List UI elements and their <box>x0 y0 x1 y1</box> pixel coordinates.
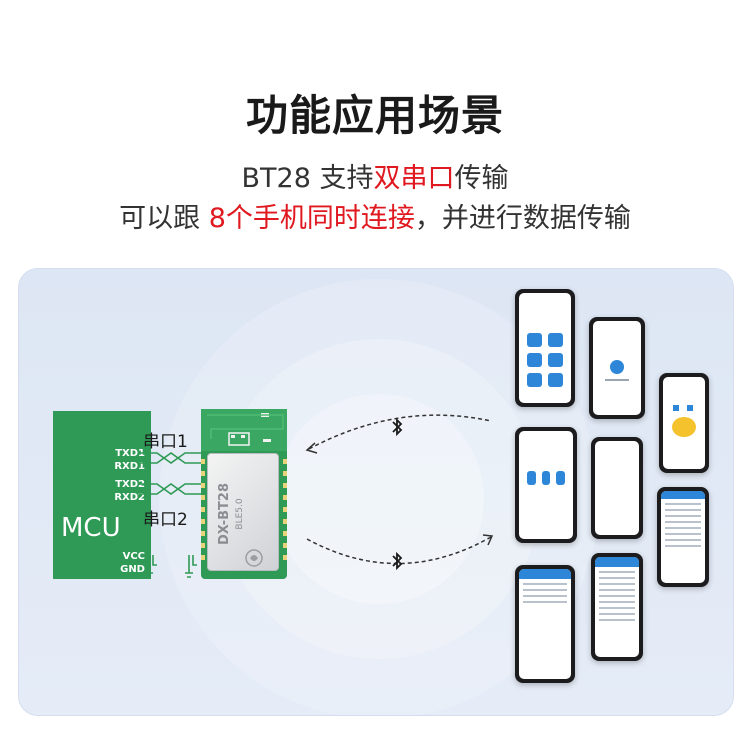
pin-rxd2: RXD2 <box>114 492 145 503</box>
phone-8 <box>591 553 643 661</box>
pin-rxd1: RXD1 <box>114 461 145 472</box>
serial-wiring <box>139 452 201 578</box>
mcu-block: TXD1 RXD1 TXD2 RXD2 MCU VCC GND <box>53 411 151 579</box>
phone-3 <box>659 373 709 473</box>
phone-7 <box>515 565 575 683</box>
bt28-module: DX-BT28 BLE5.0 <box>201 409 287 579</box>
module-sub-text: BLE5.0 <box>235 498 245 529</box>
pin-txd1: TXD1 <box>115 448 145 459</box>
subtitle-line-1: BT28 支持双串口传输 <box>0 156 750 195</box>
subtitle-1-suffix: 传输 <box>454 163 509 194</box>
phone-5 <box>591 437 643 539</box>
subtitle-1-highlight: 双串口 <box>373 163 455 194</box>
port2-label: 串口2 <box>143 510 188 530</box>
pin-txd2: TXD2 <box>115 479 145 490</box>
module-name-text: DX-BT28 <box>217 483 232 545</box>
subtitle-2-highlight: 8个手机同时连接 <box>208 203 415 234</box>
subtitle-1-prefix: BT28 支持 <box>241 163 374 194</box>
connection-arcs <box>305 414 494 565</box>
subtitle-2-prefix: 可以跟 <box>119 203 209 234</box>
pin-vcc: VCC <box>122 551 145 562</box>
scenario-panel: TXD1 RXD1 TXD2 RXD2 MCU VCC GND 串口1 串口2 <box>18 268 734 716</box>
page-title: 功能应用场景 <box>245 91 504 140</box>
phone-1 <box>515 289 575 407</box>
subtitle-line-2: 可以跟 8个手机同时连接，并进行数据传输 <box>0 196 750 235</box>
pin-gnd: GND <box>120 564 145 575</box>
bluetooth-icon <box>390 551 404 575</box>
antenna-area <box>201 409 287 451</box>
port1-label: 串口1 <box>143 432 188 452</box>
module-shield: DX-BT28 BLE5.0 <box>207 453 279 571</box>
phone-2 <box>589 317 645 419</box>
phone-4 <box>515 427 577 543</box>
background-ring <box>274 394 484 604</box>
bluetooth-icon <box>390 417 404 441</box>
mcu-label: MCU <box>61 513 121 543</box>
subtitle-2-suffix: ，并进行数据传输 <box>414 203 631 234</box>
phone-6 <box>657 487 709 587</box>
